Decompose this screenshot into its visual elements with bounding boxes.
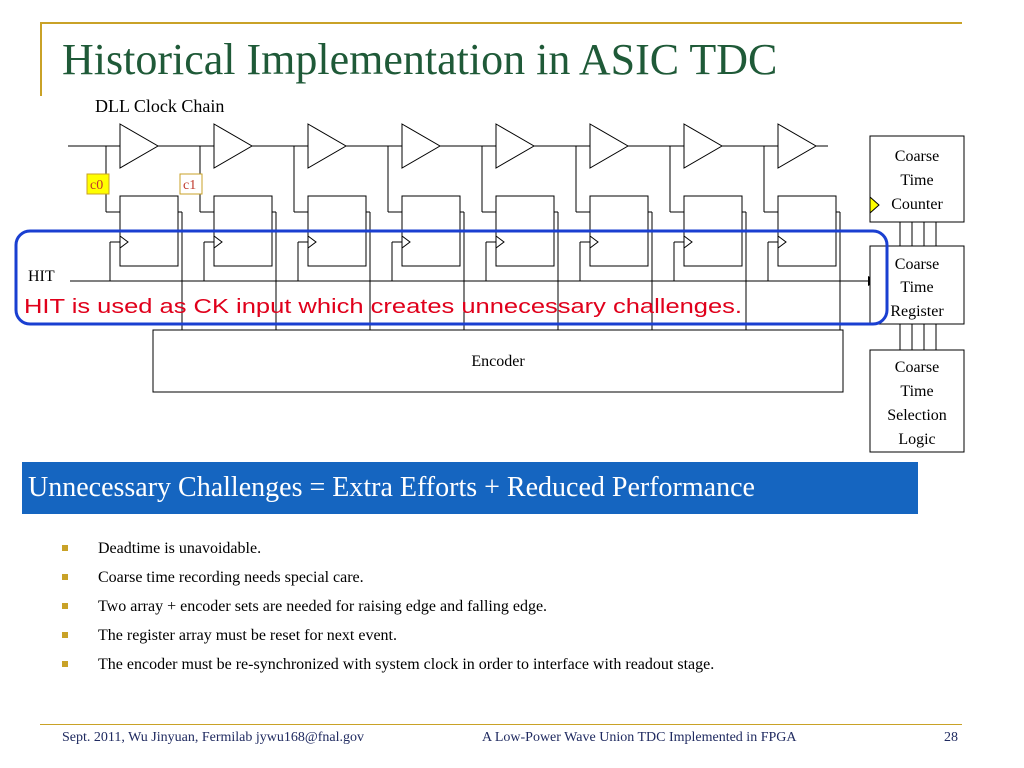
bullet-square-icon [62, 632, 68, 638]
counter-register-bus [899, 222, 937, 350]
coarse-register-line-3: Register [890, 303, 944, 320]
slide-title: Historical Implementation in ASIC TDC [62, 35, 778, 84]
tap-c1-box [179, 173, 203, 195]
dll-buffer [401, 123, 441, 169]
dll-buffer [119, 123, 159, 169]
coarse-selection-line-3: Selection [887, 407, 947, 424]
page-number: 28 [944, 730, 958, 745]
dll-buffer [213, 123, 253, 169]
dll-buffer [589, 123, 629, 169]
tap-c1-label: c1 [183, 178, 196, 193]
bullet-square-icon [62, 661, 68, 667]
dll-buffer [683, 123, 723, 169]
hit-highlight-box [14, 229, 889, 326]
coarse-time-counter-box [869, 135, 965, 223]
bullet-square-icon [62, 545, 68, 551]
coarse-counter-line-1: Coarse [895, 148, 939, 165]
bullet-item: The register array must be reset for nex… [58, 621, 714, 650]
encoder-label: Encoder [471, 353, 525, 370]
dll-chain-group [68, 123, 828, 169]
bullet-item: Two array + encoder sets are needed for … [58, 592, 714, 621]
dll-clock-chain-label: DLL Clock Chain [95, 96, 224, 116]
bullet-list: Deadtime is unavoidable. Coarse time rec… [58, 534, 714, 679]
tap-c0-label: c0 [90, 178, 103, 193]
footer-left: Sept. 2011, Wu Jinyuan, Fermilab jywu168… [62, 730, 365, 745]
coarse-register-line-1: Coarse [895, 256, 939, 273]
coarse-time-selection-logic-box [869, 349, 965, 453]
bullet-item: The encoder must be re-synchronized with… [58, 650, 714, 679]
encoder-box [152, 329, 844, 393]
frame-top-line [40, 22, 962, 24]
challenges-banner: Unnecessary Challenges = Extra Efforts +… [22, 462, 918, 514]
bullet-square-icon [62, 603, 68, 609]
tap-c0-box [86, 173, 110, 195]
dll-buffer [495, 123, 535, 169]
dll-tdc-diagram: DLL Clock Chain c0 c1 HIT Encoder Coarse… [14, 96, 965, 453]
frame-left-line [40, 22, 42, 96]
coarse-selection-line-1: Coarse [895, 359, 939, 376]
coarse-selection-line-2: Time [900, 383, 933, 400]
dll-buffer [307, 123, 347, 169]
coarse-register-line-2: Time [900, 279, 933, 296]
hit-label: HIT [28, 268, 55, 285]
counter-clock-arrow [869, 195, 880, 215]
bullet-item: Deadtime is unavoidable. [58, 534, 714, 563]
footer-center: A Low-Power Wave Union TDC Implemented i… [482, 730, 797, 745]
hit-annotation: HIT is used as CK input which creates un… [24, 296, 742, 318]
coarse-counter-line-2: Time [900, 172, 933, 189]
footer-line [40, 724, 962, 725]
coarse-counter-line-3: Counter [891, 196, 943, 213]
bullet-square-icon [62, 574, 68, 580]
coarse-selection-line-4: Logic [898, 431, 935, 448]
bullet-item: Coarse time recording needs special care… [58, 563, 714, 592]
dll-buffer [777, 123, 817, 169]
